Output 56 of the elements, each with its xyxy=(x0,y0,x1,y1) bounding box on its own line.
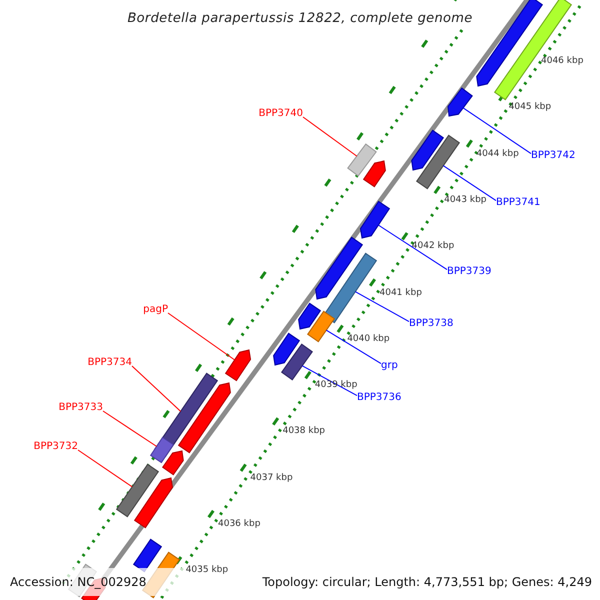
gene-label: BPP3741 xyxy=(496,197,540,209)
gene-block xyxy=(347,143,377,177)
leader-line xyxy=(442,165,496,202)
leader-line xyxy=(378,224,448,270)
gene-label: BPP3740 xyxy=(258,108,303,120)
gene-label: BPP3742 xyxy=(531,150,576,162)
gene-block xyxy=(476,0,544,87)
scale-label: 4036 kbp xyxy=(218,519,260,530)
gene-block xyxy=(281,344,313,380)
gene-block xyxy=(224,349,252,382)
leader-line xyxy=(462,107,532,154)
scale-label: 4045 kbp xyxy=(508,102,552,114)
leader-line xyxy=(102,410,158,447)
diagram-title: Bordetella parapertussis 12822, complete genome xyxy=(126,10,474,28)
leader-line xyxy=(354,291,410,322)
gene-block xyxy=(362,160,386,188)
gene-label: BPP3732 xyxy=(34,441,78,453)
scale-label: 4044 kbp xyxy=(476,148,519,160)
scale-label: 4042 kbp xyxy=(412,241,454,252)
gene-label: BPP3736 xyxy=(357,392,402,404)
gene-block xyxy=(162,450,184,476)
leader-line xyxy=(78,450,133,488)
gene-block xyxy=(298,302,322,330)
gene-block xyxy=(315,236,364,300)
genome-info-text: Topology: circular; Length: 4,773,551 bp; Genes: 4,249 xyxy=(262,574,592,590)
gene-block xyxy=(411,130,444,171)
gene-block xyxy=(322,252,378,324)
gene-block xyxy=(134,477,173,528)
gene-block xyxy=(273,332,300,366)
scale-label: 4046 kbp xyxy=(541,56,584,67)
accession-text: Accession: NC_002928 xyxy=(10,574,146,590)
gene-block xyxy=(360,200,390,239)
scale-label: 4040 kbp xyxy=(347,334,390,345)
gene-label: BPP3738 xyxy=(409,318,454,330)
gene-block xyxy=(178,382,231,454)
leader-line xyxy=(132,366,182,412)
gene-block xyxy=(150,436,174,464)
gene-block xyxy=(116,464,160,518)
gene-label: grp xyxy=(381,360,398,372)
leader-line xyxy=(326,330,382,364)
gene-label: BPP3733 xyxy=(58,402,103,414)
gene-block xyxy=(416,134,460,190)
gene-block xyxy=(447,87,473,117)
leader-line xyxy=(168,312,236,360)
gene-label: BPP3739 xyxy=(447,266,492,278)
scale-label: 4039 kbp xyxy=(314,380,358,392)
scale-label: 4037 kbp xyxy=(250,472,293,484)
gene-label: pagP xyxy=(143,304,168,316)
leader-line xyxy=(302,116,358,157)
scale-label: 4035 kbp xyxy=(186,565,228,576)
scale-label: 4043 kbp xyxy=(444,194,486,206)
scale-label: 4038 kbp xyxy=(282,426,325,438)
scale-label: 4041 kbp xyxy=(380,288,422,298)
gene-block xyxy=(306,310,336,342)
leader-line xyxy=(302,365,358,396)
gene-label: BPP3734 xyxy=(88,357,132,369)
